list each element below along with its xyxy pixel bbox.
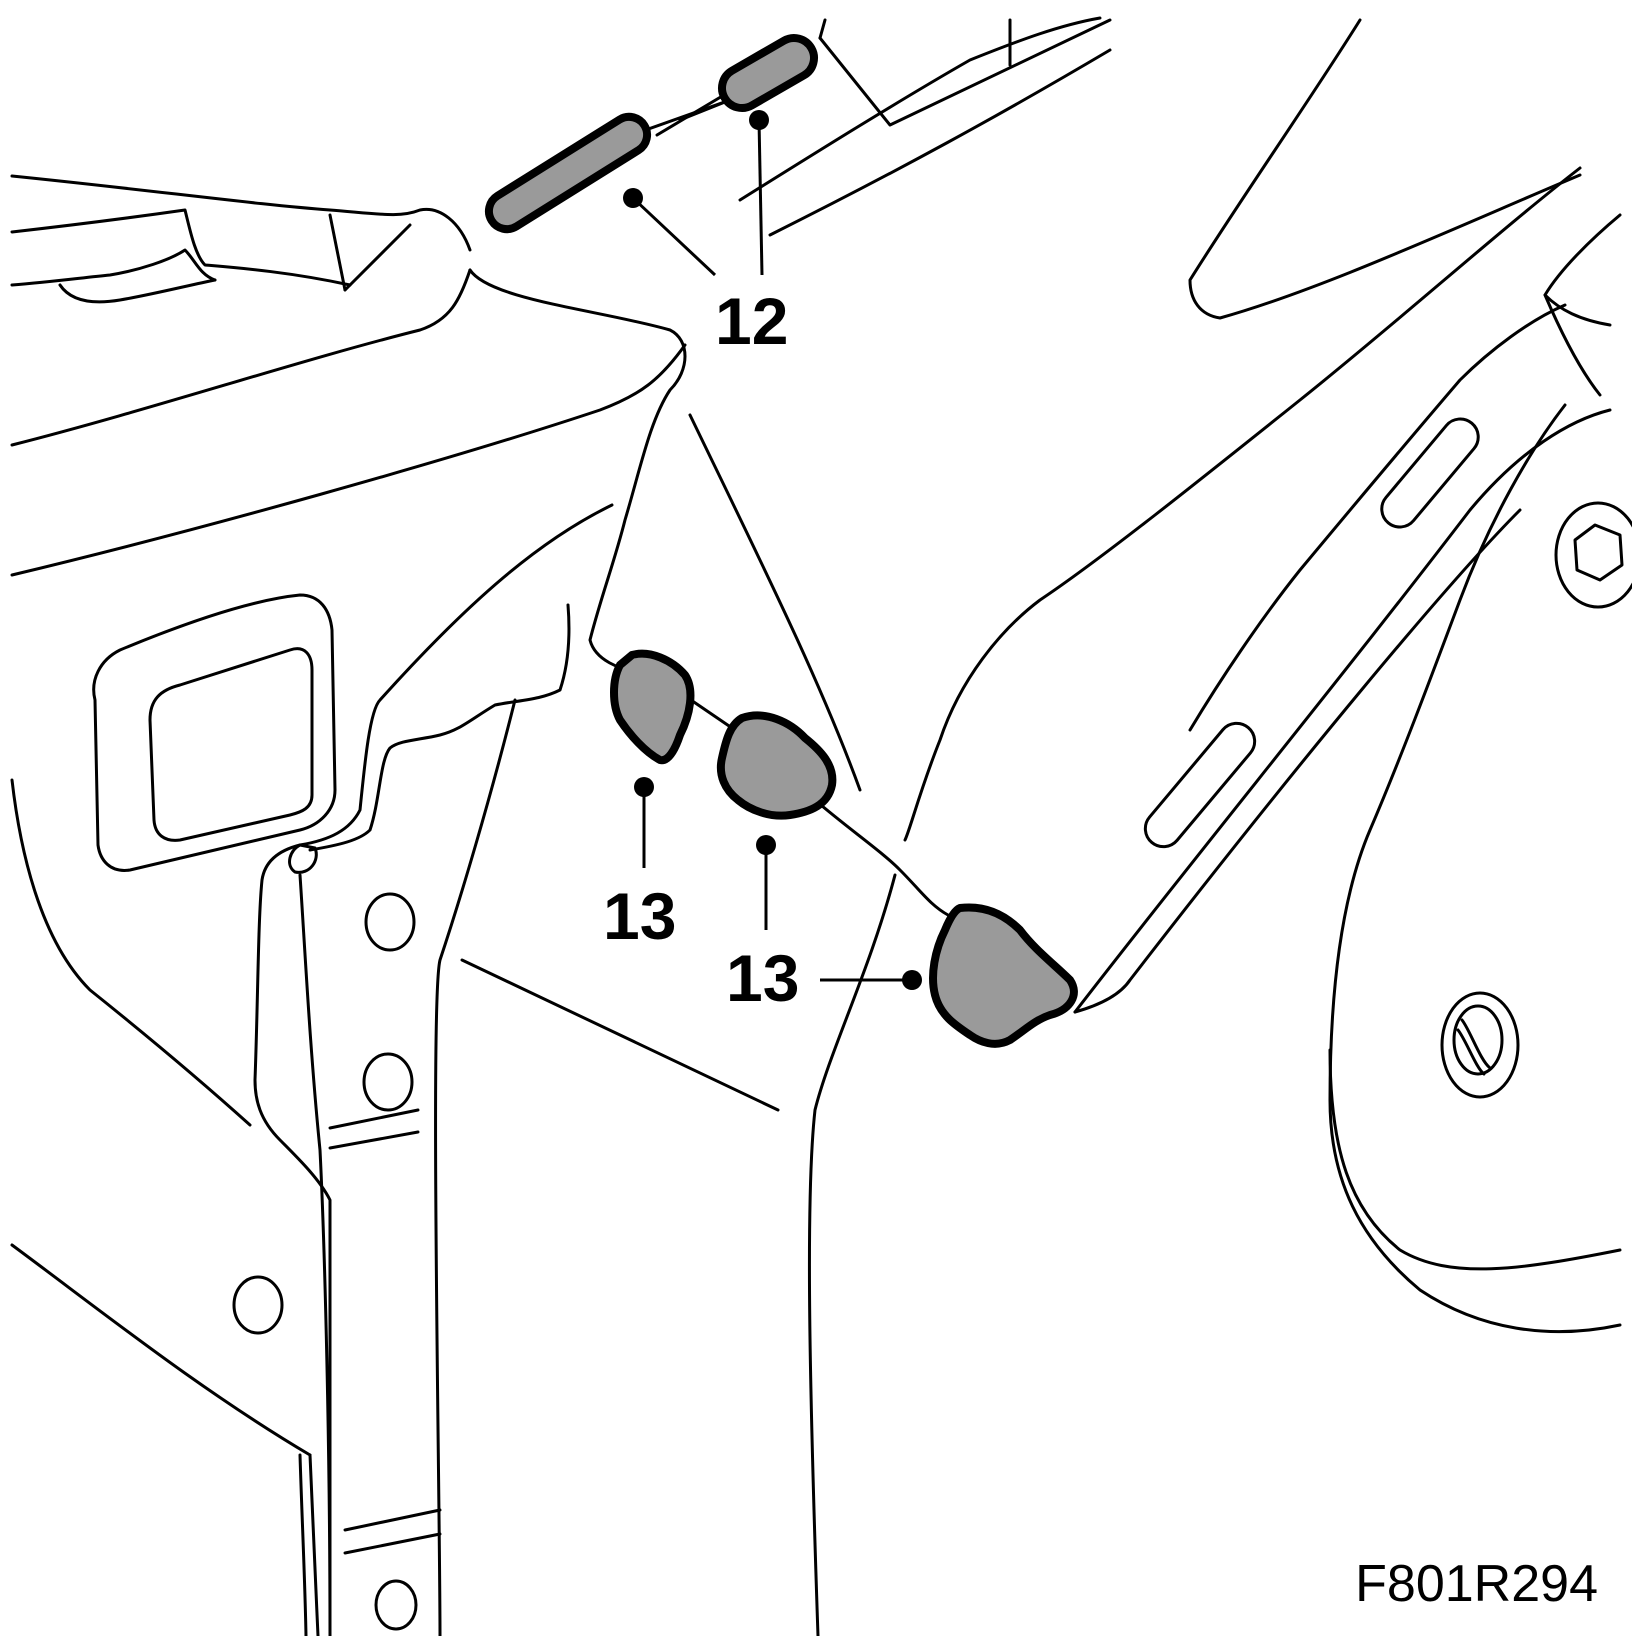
callout-13-a: 13 — [603, 879, 677, 953]
sealant-patch-13-b — [716, 711, 837, 820]
door-frame-outline — [10, 593, 780, 1457]
sealant-13-group — [610, 649, 1078, 1048]
panel-slots — [1143, 417, 1632, 1099]
leader-lines — [623, 110, 922, 990]
figure-code: F801R294 — [1355, 1555, 1598, 1613]
hole-middle — [362, 1052, 414, 1112]
b-pillar-outline — [232, 843, 442, 1636]
pillar-outline — [298, 268, 862, 1636]
right-panel-outline — [807, 166, 1622, 1636]
sealant-12-group — [484, 34, 818, 234]
hole-upper — [364, 892, 416, 952]
upper-right-outline — [638, 16, 1582, 320]
callout-12: 12 — [715, 284, 789, 358]
nut-inner — [1452, 1004, 1504, 1076]
sealant-bead-12-long — [484, 112, 652, 234]
hole-lower — [232, 1275, 284, 1335]
sealant-patch-13-c — [929, 903, 1078, 1048]
hole-bottom — [374, 1579, 418, 1631]
callout-13-b: 13 — [726, 941, 800, 1015]
bolt-upper-outer — [1554, 501, 1632, 609]
nut-outer — [1440, 991, 1520, 1099]
sealant-bead-12-short — [718, 34, 818, 112]
upper-slot — [1380, 417, 1480, 529]
lower-slot — [1143, 721, 1257, 849]
sealant-patch-13-a — [610, 649, 695, 765]
roof-rail-outline — [10, 174, 687, 577]
